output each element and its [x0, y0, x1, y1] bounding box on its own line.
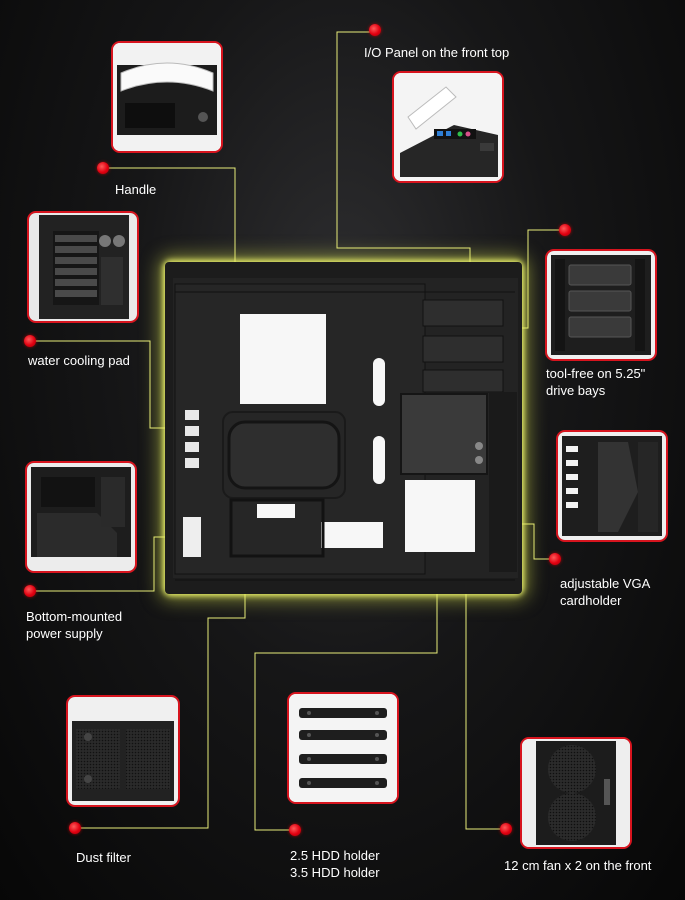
water-cooling-photo	[29, 213, 137, 321]
dust-filter-photo	[68, 697, 178, 805]
label-io-panel: I/O Panel on the front top	[364, 45, 510, 60]
leader-fan	[465, 520, 506, 830]
thumb-io-panel	[392, 71, 504, 183]
label-psu-line2: power supply	[26, 626, 103, 641]
label-drive-bays: tool-free on 5.25" drive bays	[546, 365, 645, 399]
label-psu: Bottom-mounted power supply	[26, 608, 122, 642]
label-drive-bays-line2: drive bays	[546, 383, 606, 398]
dot-water-cooling	[24, 335, 36, 347]
dot-handle	[97, 162, 109, 174]
thumb-drive-bays	[545, 249, 657, 361]
dot-psu	[24, 585, 36, 597]
case-interior	[165, 262, 522, 594]
label-vga: adjustable VGA cardholder	[560, 575, 650, 609]
label-vga-line2: cardholder	[560, 593, 622, 608]
thumb-vga	[556, 430, 668, 542]
dot-dust-filter	[69, 822, 81, 834]
thumb-psu	[25, 461, 137, 573]
psu-photo	[27, 463, 135, 571]
label-vga-line1: adjustable VGA	[560, 576, 651, 591]
label-water-cooling: water cooling pad	[28, 353, 130, 368]
label-psu-line1: Bottom-mounted	[26, 609, 123, 624]
label-hdd: 2.5 HDD holder 3.5 HDD holder	[290, 847, 380, 881]
hdd-holder-photo	[289, 694, 397, 802]
label-drive-bays-line1: tool-free on 5.25"	[546, 366, 646, 381]
label-hdd-line1: 2.5 HDD holder	[290, 848, 380, 863]
label-hdd-line2: 3.5 HDD holder	[290, 865, 380, 880]
handle-photo	[113, 43, 221, 151]
thumb-dust-filter	[66, 695, 180, 807]
thumb-fan	[520, 737, 632, 849]
label-handle: Handle	[115, 182, 157, 197]
dot-io-panel	[369, 24, 381, 36]
dot-fan	[500, 823, 512, 835]
leader-handle	[103, 167, 236, 270]
dot-hdd	[289, 824, 301, 836]
dot-drive-bays	[559, 224, 571, 236]
label-dust-filter: Dust filter	[76, 850, 131, 865]
thumb-handle	[111, 41, 223, 153]
fan-photo	[522, 739, 630, 847]
drive-bays-photo	[547, 251, 655, 359]
label-fan: 12 cm fan x 2 on the front	[504, 858, 652, 873]
thumb-water-cooling	[27, 211, 139, 323]
leader-hdd	[254, 520, 438, 831]
leader-dust-filter	[75, 580, 246, 829]
io-panel-photo	[394, 73, 502, 181]
thumb-hdd-holder	[287, 692, 399, 804]
leader-io-panel	[336, 31, 471, 274]
vga-photo	[558, 432, 666, 540]
case-main-photo	[165, 262, 522, 594]
dot-vga	[549, 553, 561, 565]
